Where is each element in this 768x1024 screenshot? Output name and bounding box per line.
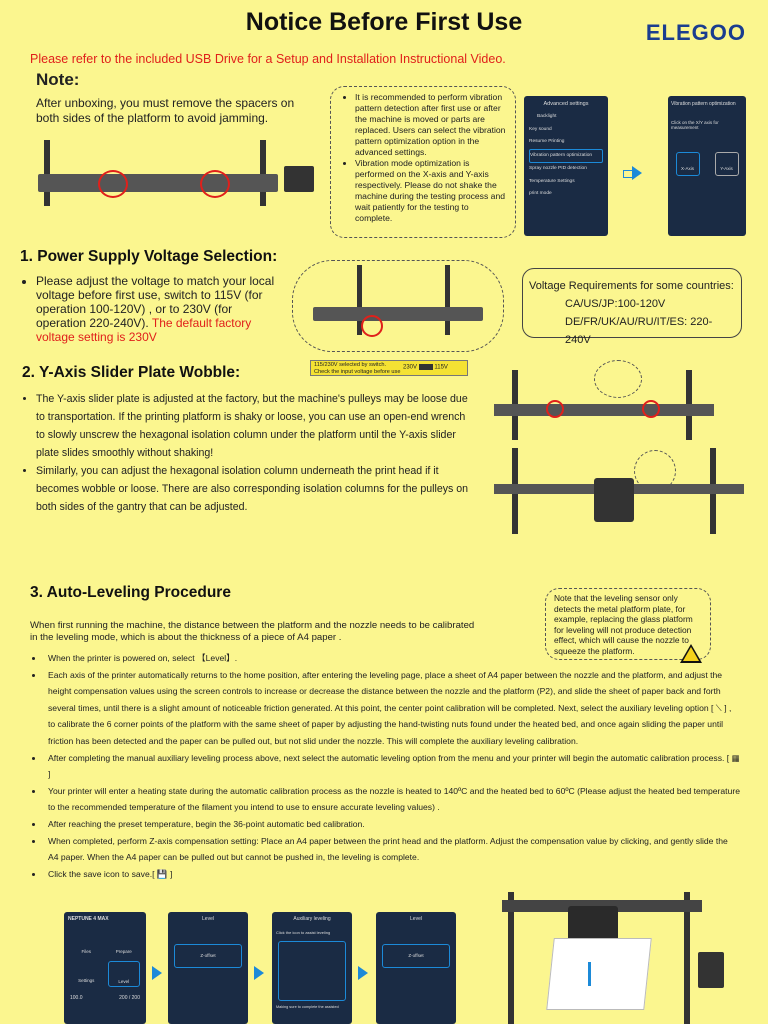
power-text: Please adjust the voltage to match your … — [36, 274, 275, 330]
yaxis-item: Similarly, you can adjust the hexagonal … — [36, 462, 474, 516]
advanced-settings-screen: Advanced settings Backlight Key sound Re… — [524, 96, 608, 236]
level-button[interactable]: Level — [107, 961, 140, 987]
screen-hint: Click on the X/Y axis for measurement — [671, 120, 719, 130]
yaxis-heading: 2. Y-Axis Slider Plate Wobble: — [22, 364, 241, 381]
aux-leveling-screen: Auxiliary leveling Click the icon to ass… — [272, 912, 352, 1024]
printhead-closeup-image — [484, 448, 754, 538]
aux-screen-hint: Click the icon to assist leveling — [276, 930, 331, 935]
level-label: Level — [118, 979, 130, 984]
switch-230-label: 230V — [403, 364, 418, 371]
x-axis-button[interactable]: X-Axis — [675, 152, 700, 176]
voltage-switch-label: 115/230V selected by switch. Check the i… — [310, 360, 468, 376]
voltage-row: DE/FR/UK/AU/RU/IT/ES: 220-240V — [565, 316, 713, 346]
leveling-step: Each axis of the printer automatically r… — [44, 667, 740, 750]
leveling-step: Your printer will enter a heating state … — [44, 783, 740, 816]
settings-item[interactable]: Temperature Settings — [529, 178, 575, 184]
nozzle-temp: 100.0 — [70, 995, 83, 1001]
printer-back-image — [292, 260, 504, 352]
arrow-right-icon — [632, 166, 642, 180]
settings-label: Settings — [78, 978, 95, 983]
leveling-step: After completing the manual auxiliary le… — [44, 750, 740, 783]
voltage-row: CA/US/JP:100-120V — [565, 298, 666, 310]
settings-item-vibration[interactable]: Vibration pattern optimization — [529, 148, 603, 163]
prepare-button[interactable]: Prepare — [108, 932, 141, 956]
leveling-step: Click the save icon to save.[ 💾 ] — [44, 866, 740, 883]
yaxis-item: The Y-axis slider plate is adjusted at t… — [36, 390, 474, 462]
power-default-text: The default factory voltage setting is 2… — [36, 316, 252, 344]
leveling-steps: When the printer is powered on, select 【… — [30, 650, 740, 882]
yaxis-text-block: The Y-axis slider plate is adjusted at t… — [22, 390, 474, 516]
leveling-step: When completed, perform Z-axis compensat… — [44, 833, 740, 866]
settings-item[interactable]: print mode — [529, 191, 552, 196]
page-title: Notice Before First Use — [245, 8, 523, 36]
switch-label-line1: 115/230V selected by switch. — [314, 362, 387, 368]
platform-closeup-image — [484, 356, 754, 446]
note-heading: Note: — [36, 70, 80, 89]
z-offset-label: Z-offset — [408, 953, 424, 958]
y-axis-label: Y-Axis — [720, 166, 733, 171]
home-screen: NEPTUNE 4 MAX Files Prepare Settings Lev… — [64, 912, 146, 1024]
level-screen-2: Level Z-offset — [376, 912, 456, 1024]
arrow-right-icon — [152, 966, 162, 980]
home-screen-title: NEPTUNE 4 MAX — [68, 916, 109, 922]
level-screen: Level Z-offset — [168, 912, 248, 1024]
aux-screen-footer: Making sure to complete the assisted — [276, 1005, 339, 1009]
leveling-warning-box: Note that the leveling sensor only detec… — [545, 588, 711, 660]
x-axis-label: X-Axis — [680, 166, 694, 171]
note-text: After unboxing, you must remove the spac… — [36, 96, 295, 125]
vibration-note-item: It is recommended to perform vibration p… — [355, 92, 507, 158]
level-screen2-title: Level — [410, 916, 422, 922]
screen-title: Vibration pattern optimization — [671, 101, 736, 107]
warning-icon — [680, 644, 702, 663]
voltage-requirements-box: Voltage Requirements for some countries:… — [522, 268, 742, 346]
elegoo-logo: ELEGOO — [645, 20, 746, 45]
printer-front-image — [38, 140, 318, 210]
leveling-intro: When first running the machine, the dist… — [30, 620, 475, 643]
settings-item[interactable]: Key sound — [529, 126, 552, 132]
prepare-label: Prepare — [115, 949, 132, 954]
power-heading: 1. Power Supply Voltage Selection: — [20, 248, 278, 265]
files-label: Files — [81, 949, 91, 954]
vibration-note-box: It is recommended to perform vibration p… — [330, 86, 516, 238]
leveling-step: When the printer is powered on, select 【… — [44, 650, 740, 667]
settings-item[interactable]: Resume Printing — [529, 139, 565, 144]
leveling-step: After reaching the preset temperature, b… — [44, 816, 740, 833]
switch-115-label: 115V — [434, 364, 448, 371]
paper-leveling-image — [488, 892, 744, 1024]
arrow-shaft — [623, 170, 634, 178]
settings-item[interactable]: Backlight — [537, 114, 557, 119]
voltage-switch[interactable] — [418, 364, 433, 370]
leveling-warning-text: Note that the leveling sensor only detec… — [554, 593, 693, 656]
files-button[interactable]: Files — [70, 932, 103, 956]
z-offset-label: Z-offset — [200, 953, 216, 958]
bed-temp: 200 / 200 — [119, 995, 140, 1001]
switch-label-line2: Check the input voltage before use — [314, 368, 401, 375]
leveling-heading: 3. Auto-Leveling Procedure — [30, 584, 231, 601]
y-axis-button[interactable]: Y-Axis — [714, 152, 739, 176]
level-screen-title: Level — [202, 916, 214, 922]
settings-item[interactable]: Spray nozzle PID detection — [529, 166, 587, 171]
screen-title: Advanced settings — [543, 101, 589, 107]
usb-note: Please refer to the included USB Drive f… — [30, 52, 506, 66]
arrow-right-icon — [254, 966, 264, 980]
vibration-optimization-screen: Vibration pattern optimization Click on … — [668, 96, 746, 236]
aux-screen-title: Auxiliary leveling — [293, 916, 331, 922]
arrow-right-icon — [358, 966, 368, 980]
power-text-block: Please adjust the voltage to match your … — [22, 274, 284, 344]
vibration-note-item: Vibration mode optimization is performed… — [355, 158, 507, 224]
settings-button[interactable]: Settings — [70, 961, 103, 985]
voltage-title: Voltage Requirements for some countries: — [529, 280, 734, 292]
